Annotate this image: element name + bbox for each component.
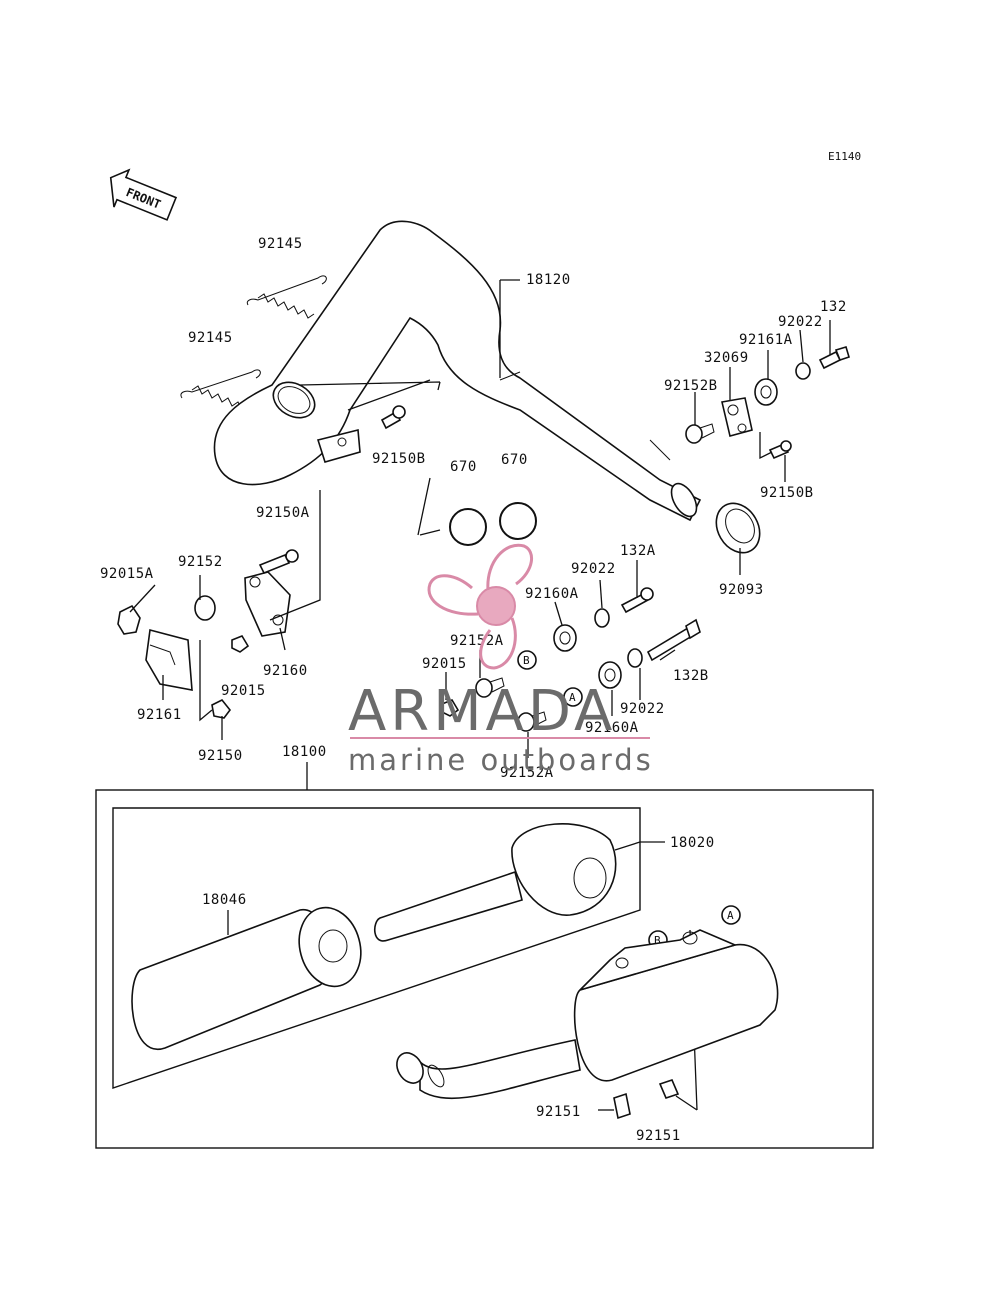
bolt-132B: [646, 618, 701, 662]
spring-92145-mid: [180, 369, 261, 411]
nut-92015A: [117, 604, 141, 635]
label-92150B-left: 92150B: [372, 451, 426, 467]
label-92152B: 92152B: [664, 378, 718, 394]
propeller-logo-icon: [427, 543, 533, 670]
armada-watermark: ARMADA marine outboards: [348, 543, 654, 777]
label-92022-top: 92022: [778, 314, 823, 330]
label-92152A-top: 92152A: [450, 633, 504, 649]
bracket-92160: [244, 571, 291, 637]
label-92022-mid: 92022: [571, 561, 616, 577]
damper-92160A-low: [598, 661, 622, 689]
label-92150A: 92150A: [256, 505, 310, 521]
label-92015A: 92015A: [100, 566, 154, 582]
washer-92022-top: [795, 362, 811, 380]
label-132: 132: [820, 299, 847, 315]
label-92015-left: 92015: [221, 683, 266, 699]
label-92160: 92160: [263, 663, 308, 679]
ref-marker-b1: B: [517, 650, 537, 670]
label-670-a: 670: [450, 459, 477, 475]
svg-text:A: A: [727, 909, 734, 922]
bolt-92150B-right: [768, 440, 792, 460]
svg-text:B: B: [523, 654, 530, 667]
bracket-32069: [721, 397, 753, 437]
label-92152: 92152: [178, 554, 223, 570]
label-92150B-right: 92150B: [760, 485, 814, 501]
label-132A: 132A: [620, 543, 656, 559]
silencer-packing-18046: [131, 906, 362, 1051]
ref-marker-a2: A: [721, 905, 741, 925]
exhaust-pipe-18120: [213, 220, 702, 522]
washer-92022-mid: [594, 608, 610, 628]
muffler-assembly-box: [95, 789, 874, 1149]
collar-92152: [194, 595, 216, 621]
diagram-code: E1140: [828, 150, 861, 163]
o-ring-670-b: [499, 502, 537, 540]
bolt-132: [818, 346, 850, 370]
ref-marker-a1: A: [563, 687, 583, 707]
label-92145-top: 92145: [258, 236, 303, 252]
label-18120: 18120: [526, 272, 571, 288]
label-92161: 92161: [137, 707, 182, 723]
label-92150: 92150: [198, 748, 243, 764]
collar-92152A-low: [517, 711, 547, 732]
label-132B: 132B: [673, 668, 709, 684]
bolt-92151-a: [613, 1092, 631, 1120]
washer-92022-low: [627, 648, 643, 668]
label-92151-a: 92151: [536, 1104, 581, 1120]
spring-92145-top: [246, 275, 327, 319]
bolt-92150: [211, 698, 232, 719]
label-92015-mid: 92015: [422, 656, 467, 672]
damper-92160A-top: [553, 624, 577, 652]
front-arrow-icon: FRONT: [109, 168, 178, 221]
nut-92015-left: [231, 635, 250, 653]
bolt-92151-b: [658, 1079, 680, 1099]
label-18100: 18100: [282, 744, 327, 760]
bolt-92150B-left: [380, 405, 406, 430]
watermark-brand: ARMADA: [348, 679, 616, 744]
collar-92152B: [685, 423, 715, 444]
svg-text:B: B: [654, 934, 661, 947]
label-92093: 92093: [719, 582, 764, 598]
label-92160A-low: 92160A: [585, 720, 639, 736]
inner-pipe-18020: [373, 823, 617, 942]
watermark-tagline: marine outboards: [348, 743, 654, 777]
nut-92015-mid: [441, 699, 460, 717]
collar-92152A-top: [475, 677, 505, 698]
inner-parts-box: [112, 807, 641, 1089]
label-92160A-top: 92160A: [525, 586, 579, 602]
label-92152A-low: 92152A: [500, 765, 554, 781]
label-92022-low: 92022: [620, 701, 665, 717]
part-labels: 18120 92145 92145 92150B 92150A 670 670 …: [100, 236, 847, 1144]
plate-92161: [145, 628, 193, 691]
svg-text:A: A: [569, 691, 576, 704]
damper-92161A: [754, 378, 778, 406]
label-18020: 18020: [670, 835, 715, 851]
o-ring-670-a: [449, 508, 487, 546]
bolt-92160-top: [258, 549, 299, 575]
label-18046: 18046: [202, 892, 247, 908]
label-670-b: 670: [501, 452, 528, 468]
label-92161A: 92161A: [739, 332, 793, 348]
label-32069: 32069: [704, 350, 749, 366]
label-92151-b: 92151: [636, 1128, 681, 1144]
joint-92093: [715, 502, 761, 554]
muffler-body: [396, 929, 779, 1100]
label-92145-mid: 92145: [188, 330, 233, 346]
